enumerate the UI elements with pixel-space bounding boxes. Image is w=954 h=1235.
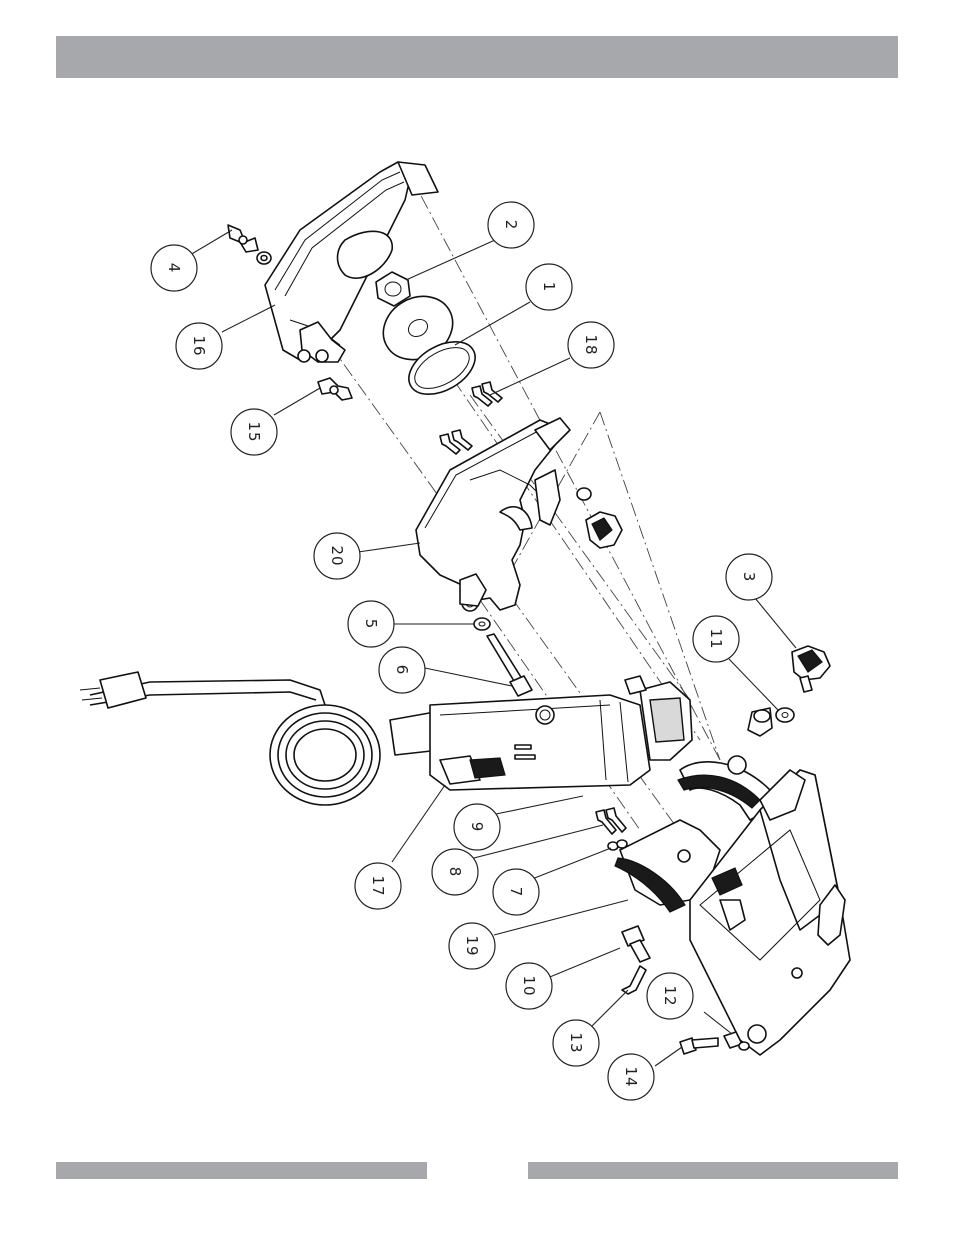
svg-text:17: 17 <box>369 875 387 896</box>
svg-text:20: 20 <box>328 545 346 566</box>
callout-6: 6 <box>379 647 425 693</box>
part-10-shoulder-bolt <box>622 926 650 962</box>
svg-text:5: 5 <box>362 619 380 630</box>
part-3-knob-lower <box>792 646 830 692</box>
part-7-8-9-fasteners <box>596 808 627 850</box>
svg-text:13: 13 <box>567 1032 585 1053</box>
callout-15: 15 <box>231 409 277 455</box>
callout-20: 20 <box>314 533 360 579</box>
part-19-base <box>615 756 850 1055</box>
callout-8: 8 <box>432 849 478 895</box>
part-14-bolt <box>680 1038 718 1054</box>
callout-18: 18 <box>568 322 614 368</box>
svg-text:3: 3 <box>740 572 758 583</box>
svg-text:12: 12 <box>661 985 679 1006</box>
svg-text:15: 15 <box>245 421 263 442</box>
svg-text:4: 4 <box>165 263 183 274</box>
callout-14: 14 <box>608 1054 654 1100</box>
svg-text:2: 2 <box>502 220 520 231</box>
svg-text:16: 16 <box>190 335 208 356</box>
callout-3: 3 <box>726 554 772 600</box>
svg-text:1: 1 <box>540 282 558 293</box>
svg-text:9: 9 <box>468 822 486 833</box>
callout-11: 11 <box>693 616 739 662</box>
callout-10: 10 <box>506 963 552 1009</box>
part-20-guard-housing <box>416 418 570 611</box>
svg-text:11: 11 <box>707 628 725 649</box>
callout-12: 12 <box>647 973 693 1019</box>
svg-text:14: 14 <box>622 1066 640 1087</box>
part-5-washer <box>474 618 490 630</box>
callout-1: 1 <box>526 264 572 310</box>
svg-text:8: 8 <box>446 867 464 878</box>
part-11-washer <box>748 708 794 736</box>
svg-text:19: 19 <box>463 935 481 956</box>
callout-19: 19 <box>449 923 495 969</box>
part-15-wing-screw <box>318 378 352 400</box>
callout-16: 16 <box>176 323 222 369</box>
part-4-wing-nut <box>228 225 271 264</box>
callout-9: 9 <box>454 804 500 850</box>
svg-text:6: 6 <box>393 665 411 676</box>
part-13-pin <box>622 966 646 994</box>
callout-5: 5 <box>348 601 394 647</box>
callout-7: 7 <box>493 869 539 915</box>
part-17-motor <box>80 672 692 805</box>
part-18-screws <box>440 382 502 454</box>
svg-text:18: 18 <box>582 334 600 355</box>
svg-text:10: 10 <box>520 975 538 996</box>
svg-text:7: 7 <box>507 887 525 898</box>
callout-4: 4 <box>151 245 197 291</box>
callout-17: 17 <box>355 863 401 909</box>
callout-13: 13 <box>553 1020 599 1066</box>
part-3-knob-upper <box>577 488 622 548</box>
callout-2: 2 <box>488 202 534 248</box>
